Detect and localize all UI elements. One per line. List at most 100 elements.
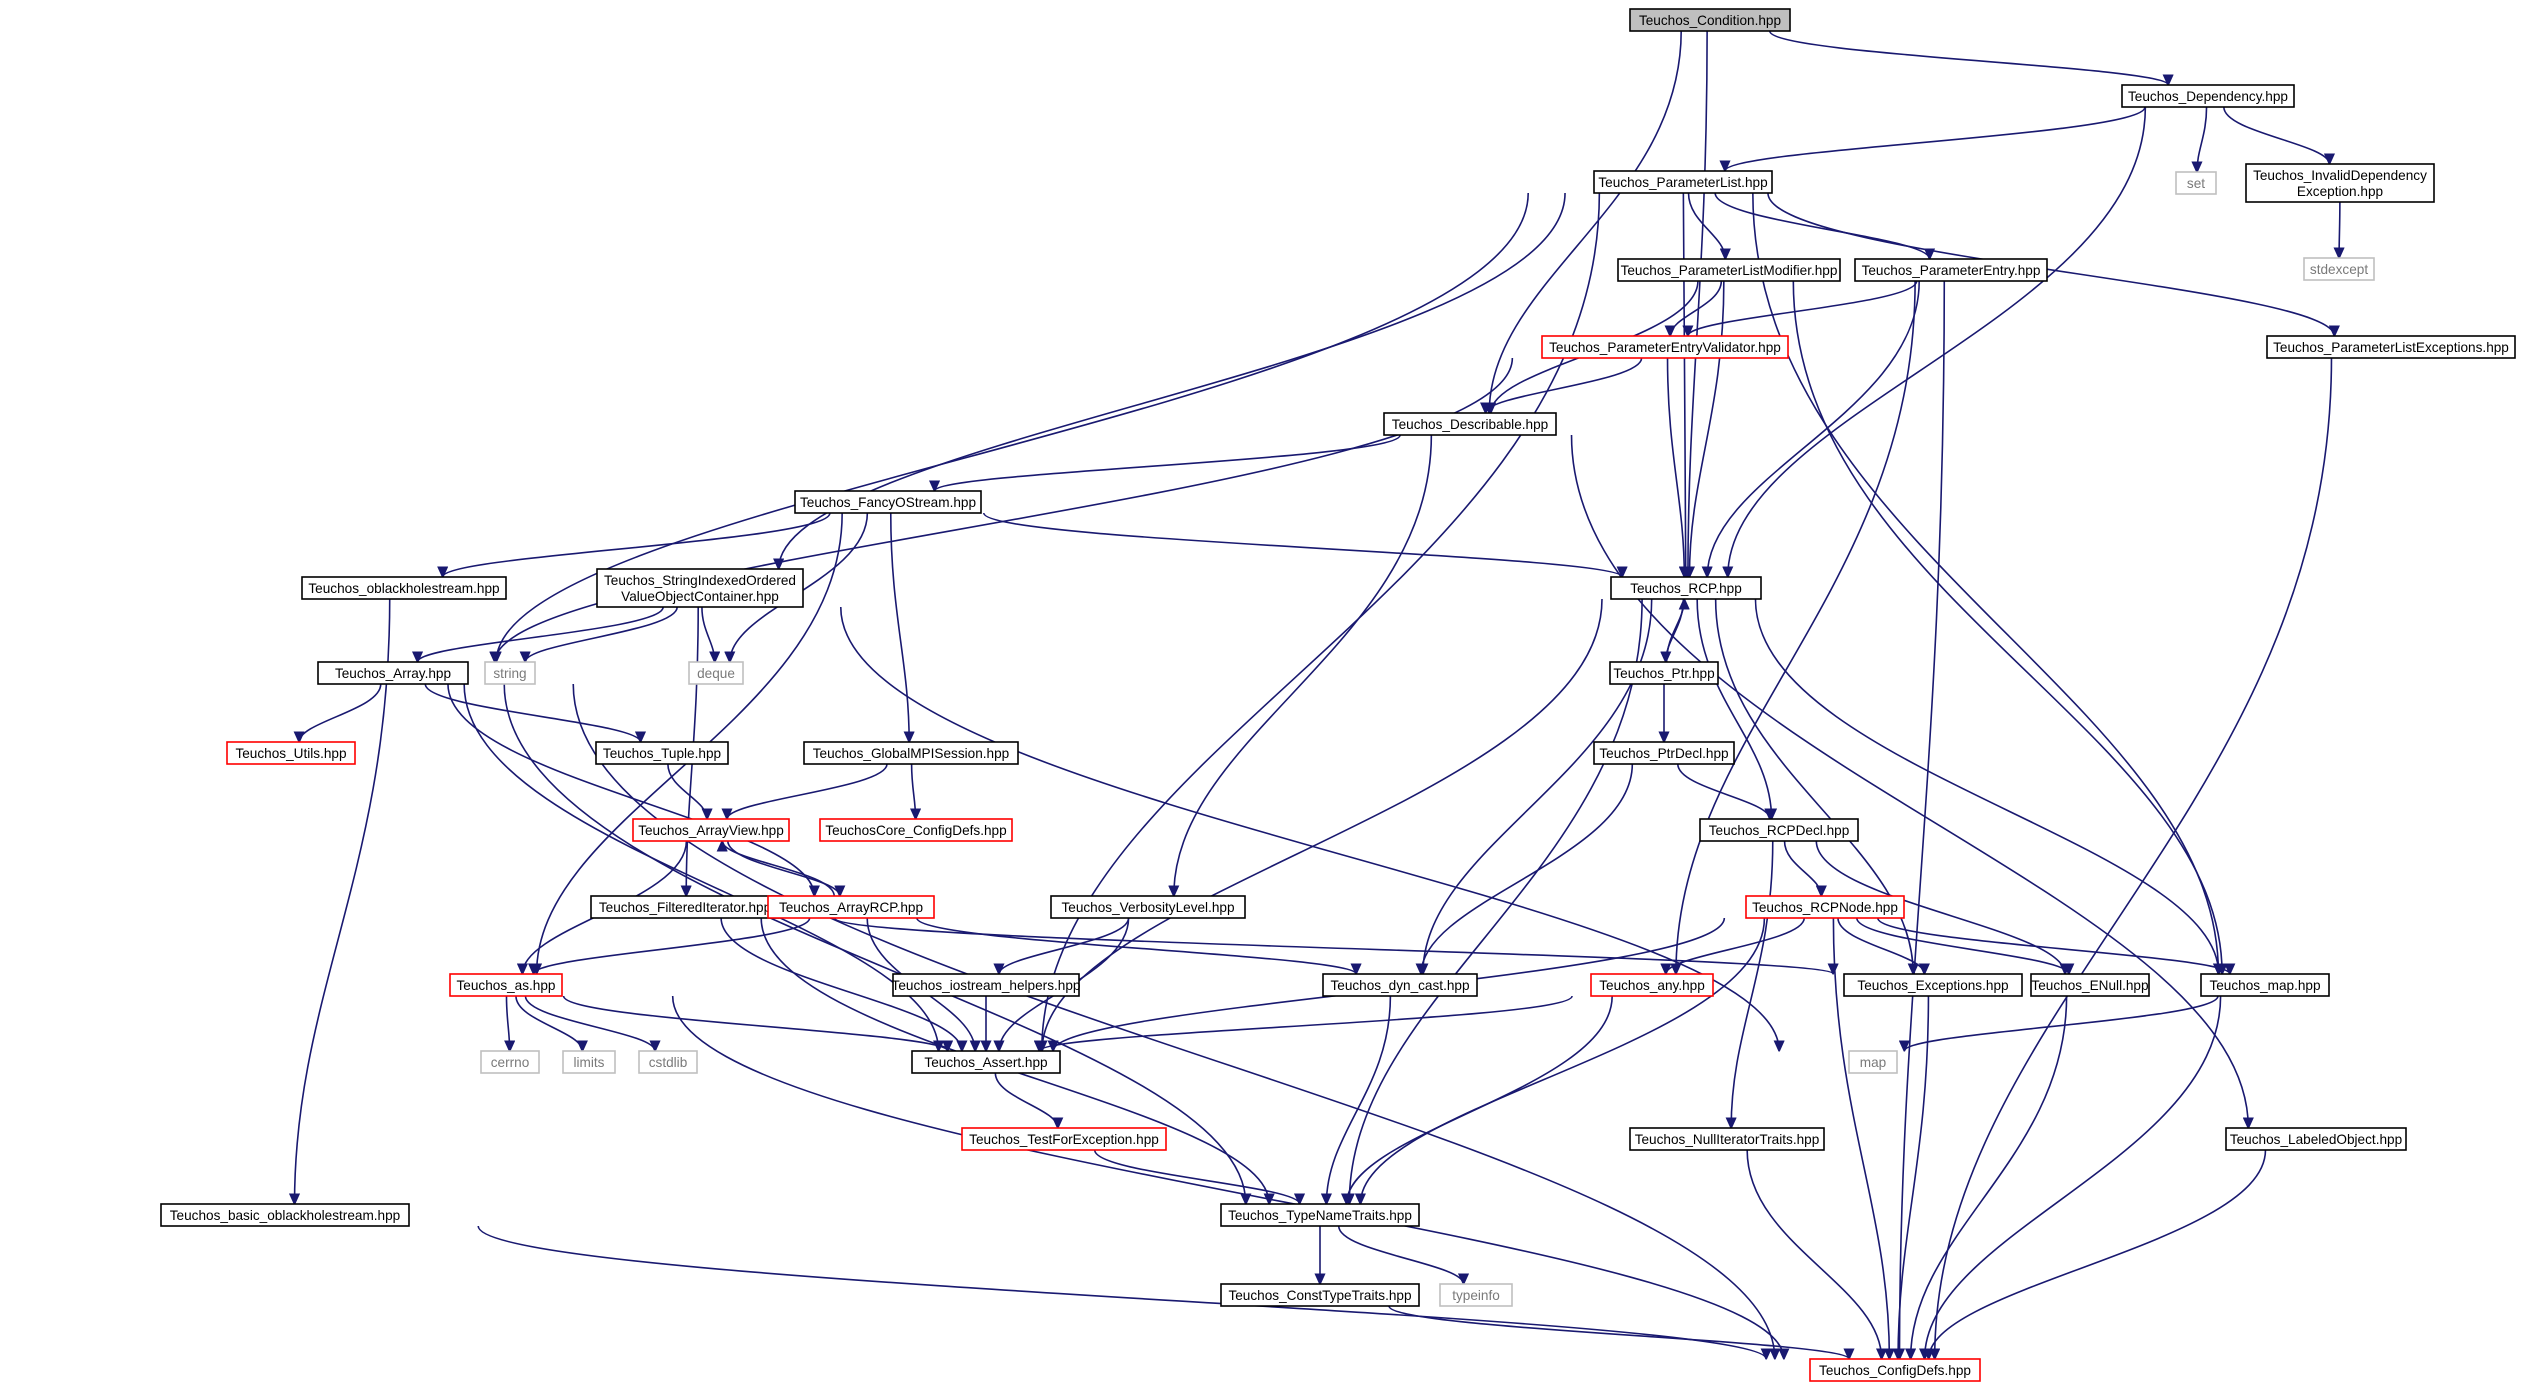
node-assert[interactable]: Teuchos_Assert.hpp [911, 1050, 1061, 1074]
node-label: Teuchos_Describable.hpp [1392, 417, 1548, 432]
node-label-line: TeuchosCore_ConfigDefs.hpp [825, 823, 1006, 838]
node-label-line: Teuchos_ArrayRCP.hpp [779, 900, 923, 915]
edge-as-to-configdefs [671, 995, 1784, 1359]
node-labeled[interactable]: Teuchos_LabeledObject.hpp [2225, 1127, 2407, 1151]
node-plexceptions[interactable]: Teuchos_ParameterListExceptions.hpp [2266, 335, 2516, 359]
node-label: Teuchos_Assert.hpp [924, 1055, 1047, 1070]
node-tuple[interactable]: Teuchos_Tuple.hpp [595, 741, 729, 765]
edge-pentry-to-configdefs [1899, 280, 1946, 1359]
node-label-line: Teuchos_InvalidDependency [2253, 168, 2427, 183]
node-pentry[interactable]: Teuchos_ParameterEntry.hpp [1854, 258, 2048, 282]
node-label-line: Teuchos_Array.hpp [335, 666, 451, 681]
node-arrayview[interactable]: Teuchos_ArrayView.hpp [632, 818, 790, 842]
edge-pevalidator-to-rcp [1666, 357, 1685, 577]
edge-as-to-assert [562, 995, 948, 1052]
edge-pentry-to-rcp [1707, 280, 1920, 577]
node-box [688, 661, 744, 685]
node-label-line: Teuchos_FancyOStream.hpp [800, 495, 976, 510]
node-label: limits [574, 1055, 605, 1070]
edge-rcpdecl-to-nulliter [1731, 840, 1774, 1128]
edge-globalmpi-to-coreconfig [912, 763, 916, 819]
node-label: map [1860, 1055, 1886, 1070]
node-nulliter[interactable]: Teuchos_NullIteratorTraits.hpp [1629, 1127, 1825, 1151]
node-label: Teuchos_Array.hpp [335, 666, 451, 681]
node-iostream[interactable]: Teuchos_iostream_helpers.hpp [892, 973, 1081, 997]
edge-map-to-configdefs [1925, 995, 2222, 1359]
edge-layer [295, 30, 2340, 1360]
node-condition[interactable]: Teuchos_Condition.hpp [1629, 8, 1791, 32]
node-as[interactable]: Teuchos_as.hpp [449, 973, 563, 997]
node-consttype[interactable]: Teuchos_ConstTypeTraits.hpp [1220, 1283, 1420, 1307]
node-configdefs[interactable]: Teuchos_ConfigDefs.hpp [1809, 1358, 1981, 1382]
edge-paramlist-to-array [496, 192, 1529, 662]
node-label-line: Teuchos_ConstTypeTraits.hpp [1228, 1288, 1411, 1303]
edge-paramlist-to-plmodifier [1687, 192, 1726, 259]
node-box [1439, 1283, 1513, 1307]
node-label-line: Teuchos_RCPNode.hpp [1752, 900, 1898, 915]
node-label-line: Teuchos_NullIteratorTraits.hpp [1635, 1132, 1820, 1147]
node-dyncast[interactable]: Teuchos_dyn_cast.hpp [1322, 973, 1478, 997]
node-label: Teuchos_ArrayRCP.hpp [779, 900, 923, 915]
node-box [160, 1203, 410, 1227]
node-label: Teuchos_map.hpp [2209, 978, 2320, 993]
edge-any-to-assert [1039, 995, 1573, 1052]
edge-rcpnode-to-exceptions [1837, 917, 1924, 974]
edge-ptrdecl-to-rcpdecl [1677, 763, 1770, 819]
node-label: Teuchos_ParameterListModifier.hpp [1621, 263, 1838, 278]
node-enull[interactable]: Teuchos_ENull.hpp [2030, 973, 2150, 997]
node-ptr[interactable]: Teuchos_Ptr.hpp [1609, 661, 1719, 685]
node-box [1593, 170, 1773, 194]
node-label-line: Teuchos_ArrayView.hpp [638, 823, 784, 838]
edge-arrayview-to-arrayrcp [727, 840, 840, 896]
node-label-line: Teuchos_ConfigDefs.hpp [1819, 1363, 1971, 1378]
node-ptrdecl[interactable]: Teuchos_PtrDecl.hpp [1593, 741, 1735, 765]
node-exceptions[interactable]: Teuchos_Exceptions.hpp [1843, 973, 2023, 997]
node-rcpnode[interactable]: Teuchos_RCPNode.hpp [1745, 895, 1905, 919]
node-box [794, 490, 982, 514]
node-label-line: ValueObjectContainer.hpp [621, 589, 779, 604]
node-plmodifier[interactable]: Teuchos_ParameterListModifier.hpp [1617, 258, 1841, 282]
node-filtered[interactable]: Teuchos_FilteredIterator.hpp [590, 895, 780, 919]
node-any[interactable]: Teuchos_any.hpp [1590, 973, 1714, 997]
node-oblackhole[interactable]: Teuchos_oblackholestream.hpp [301, 576, 507, 600]
node-label: Teuchos_VerbosityLevel.hpp [1061, 900, 1234, 915]
node-dependency[interactable]: Teuchos_Dependency.hpp [2121, 84, 2295, 108]
node-utils[interactable]: Teuchos_Utils.hpp [226, 741, 356, 765]
node-typeinfo: typeinfo [1439, 1283, 1513, 1307]
node-describable[interactable]: Teuchos_Describable.hpp [1383, 412, 1557, 436]
node-box [1220, 1283, 1420, 1307]
node-label: Teuchos_oblackholestream.hpp [308, 581, 499, 596]
node-arrayrcp[interactable]: Teuchos_ArrayRCP.hpp [767, 895, 935, 919]
node-box [1383, 412, 1557, 436]
node-box [1541, 335, 1789, 359]
node-fancyostream[interactable]: Teuchos_FancyOStream.hpp [794, 490, 982, 514]
node-cstdlib: cstdlib [638, 1050, 698, 1074]
node-box [1050, 895, 1246, 919]
node-array[interactable]: Teuchos_Array.hpp [317, 661, 469, 685]
edge-dependency-to-rcp [1728, 106, 2147, 577]
node-label-line: Teuchos_oblackholestream.hpp [308, 581, 499, 596]
node-globalmpi[interactable]: Teuchos_GlobalMPISession.hpp [803, 741, 1019, 765]
edge-arrayrcp-to-arrayview [722, 841, 835, 897]
node-rcp[interactable]: Teuchos_RCP.hpp [1610, 576, 1762, 600]
node-label-line: Teuchos_VerbosityLevel.hpp [1061, 900, 1234, 915]
node-map[interactable]: Teuchos_map.hpp [2200, 973, 2330, 997]
edge-condition-to-dependency [1768, 30, 2168, 86]
node-typename[interactable]: Teuchos_TypeNameTraits.hpp [1220, 1203, 1420, 1227]
node-pevalidator[interactable]: Teuchos_ParameterEntryValidator.hpp [1541, 335, 1789, 359]
node-coreconfig[interactable]: TeuchosCore_ConfigDefs.hpp [819, 818, 1013, 842]
node-rcpdecl[interactable]: Teuchos_RCPDecl.hpp [1699, 818, 1859, 842]
node-paramlist[interactable]: Teuchos_ParameterList.hpp [1593, 170, 1773, 194]
node-basicob[interactable]: Teuchos_basic_oblackholestream.hpp [160, 1203, 410, 1227]
node-label-line: Teuchos_Dependency.hpp [2128, 89, 2288, 104]
node-verbosity[interactable]: Teuchos_VerbosityLevel.hpp [1050, 895, 1246, 919]
edge-oblackhole-to-basicob [295, 598, 391, 1204]
node-testforexc[interactable]: Teuchos_TestForException.hpp [961, 1127, 1167, 1151]
node-label: Teuchos_ArrayView.hpp [638, 823, 784, 838]
node-label: set [2187, 176, 2205, 191]
edge-dependency-to-set [2197, 106, 2208, 172]
node-label: Teuchos_LabeledObject.hpp [2230, 1132, 2402, 1147]
edge-array-to-utils [299, 683, 382, 742]
